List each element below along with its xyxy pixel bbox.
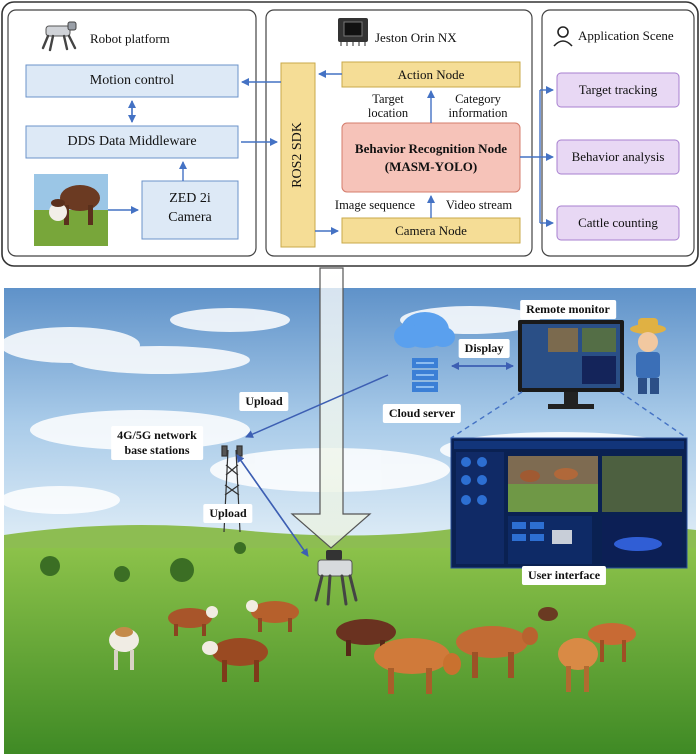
user-icon [553,26,573,47]
target-tracking-label: Target tracking [578,82,658,97]
dds-label: DDS Data Middleware [67,134,197,149]
jeston-title: Jeston Orin NX [375,30,457,45]
cattle-herd [109,600,636,694]
flow-down-arrow [290,267,372,549]
cattle-counting-box [556,205,680,241]
zoom-lines [450,391,688,439]
cow [374,638,461,694]
cow [168,606,218,636]
cow [558,638,598,692]
farmer-icon [630,318,666,394]
behavior-analysis-label: Behavior analysis [571,149,665,164]
robot-dog-icon [41,21,77,52]
ros2-sdk-box [280,62,316,248]
cloud-server-icon [394,312,455,392]
camera-node-box [341,217,521,244]
field-robot-icon [314,550,358,606]
behavior-node-label-2: (MASM-YOLO) [384,159,478,174]
zed-label-2: Camera [168,210,212,225]
cow [202,638,268,682]
target-tracking-box [556,72,680,108]
user-interface-panel [450,437,688,569]
zed-camera-box [141,180,239,240]
behavior-analysis-box [556,139,680,175]
image-sequence-label: Image sequence [334,198,416,212]
cow-photo [34,174,108,246]
cow [588,623,636,662]
architecture-arrows [108,70,554,235]
cow [109,627,139,670]
cloud-server-label: Cloud server [382,404,462,423]
video-stream-label: Video stream [445,198,513,212]
display-label: Display [458,339,510,358]
action-node-label: Action Node [397,67,465,82]
upload-label-1: Upload [239,392,289,411]
cattle-counting-label: Cattle counting [578,215,658,230]
cow [538,607,558,621]
dds-box [25,125,239,159]
ros2-sdk-label: ROS2 SDK [290,122,305,188]
application-panel [541,9,695,257]
monitor-icon [518,320,624,409]
zed-label-1: ZED 2i [169,191,211,206]
application-title: Application Scene [578,28,674,43]
behavior-node-label-1: Behavior Recognition Node [354,141,508,156]
motion-control-box [25,64,239,98]
user-interface-label: User interface [521,566,607,585]
motion-control-label: Motion control [89,73,175,88]
trees [40,542,246,582]
upload-label-2: Upload [203,504,253,523]
robot-platform-title: Robot platform [90,31,170,46]
chip-icon [338,18,368,46]
scene-arrows [236,362,514,557]
remote-monitor-label: Remote monitor [520,300,616,319]
cow [456,626,538,678]
cow [246,600,299,632]
behavior-node-box [341,122,521,193]
camera-node-label: Camera Node [395,223,467,238]
